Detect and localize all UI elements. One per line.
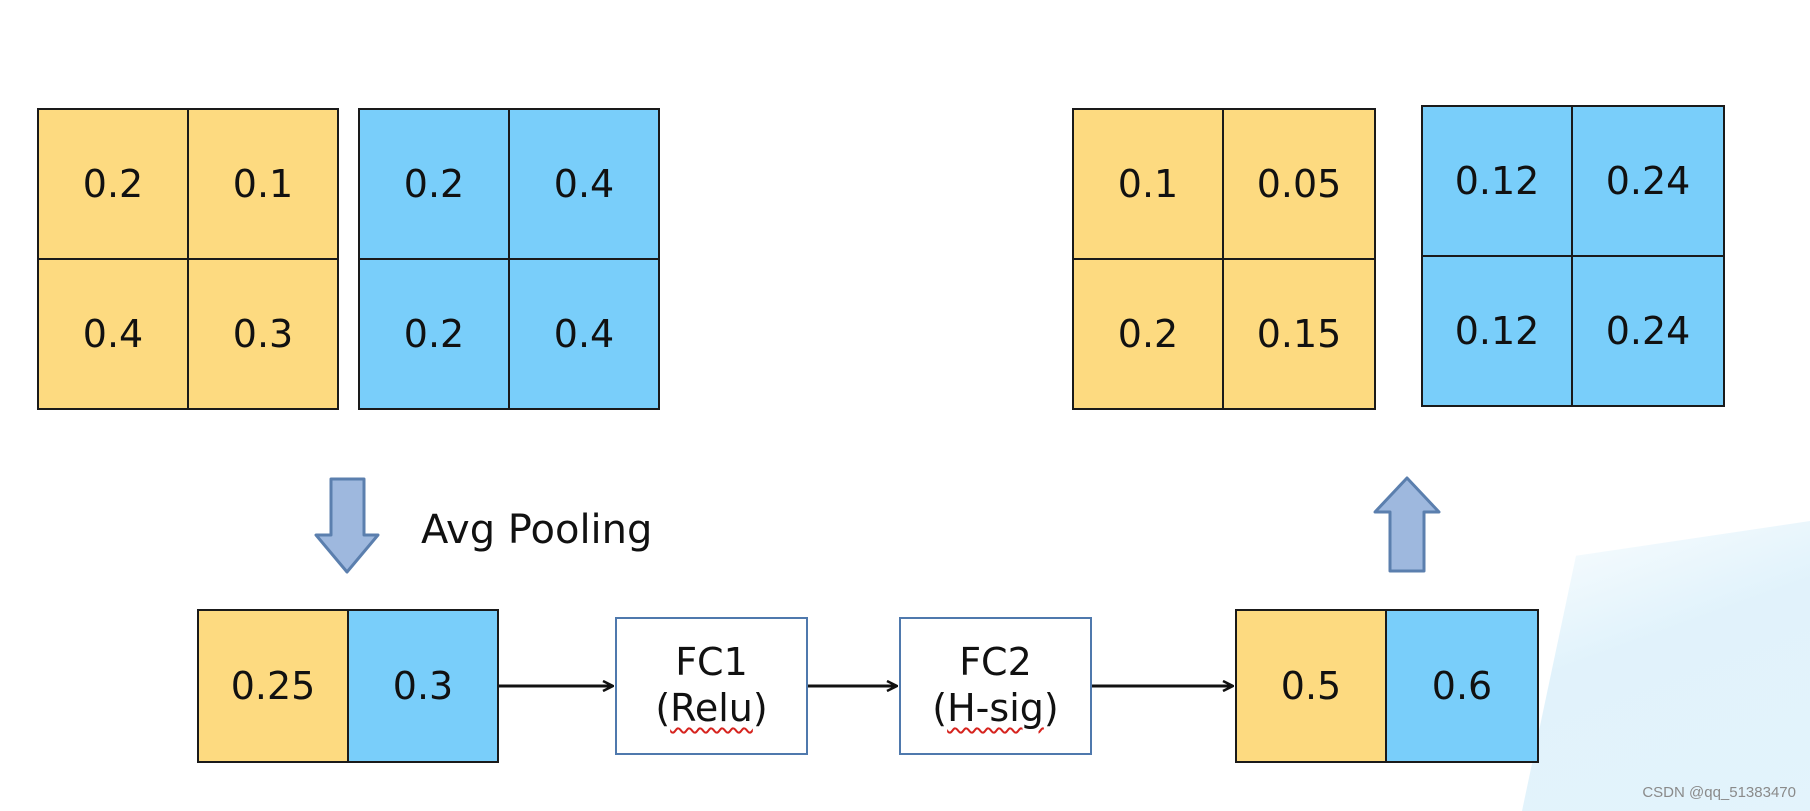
fc2-box: FC2 (H-sig) [899,617,1092,755]
fc1-title: FC1 [675,640,748,685]
matrix-cell: 0.12 [1421,255,1573,407]
matrix-cell: 0.4 [508,258,660,410]
matrix-cell: 0.2 [1072,258,1224,410]
matrix-cell: 0.15 [1222,258,1376,410]
matrix-cell: 0.3 [187,258,339,410]
fc2-activation: (H-sig) [932,686,1059,730]
matrix-cell: 0.05 [1222,108,1376,260]
matrix-cell: 0.24 [1571,105,1725,257]
down-arrow-icon [314,477,380,574]
up-arrow-icon [1373,476,1441,573]
fc2-title: FC2 [959,640,1032,685]
avg-pooling-label: Avg Pooling [421,507,653,553]
matrix-cell: 0.4 [508,108,660,260]
fc1-activation: (Relu) [655,686,768,730]
fc1-box: FC1 (Relu) [615,617,808,755]
matrix-cell: 0.2 [358,108,510,260]
matrix-cell: 0.4 [37,258,189,410]
weight-cell: 0.5 [1235,609,1387,763]
matrix-cell: 0.1 [1072,108,1224,260]
watermark: CSDN @qq_51383470 [1642,784,1796,801]
weight-cell: 0.6 [1385,609,1539,763]
matrix-cell: 0.2 [37,108,189,260]
matrix-cell: 0.24 [1571,255,1725,407]
pooled-cell: 0.3 [347,609,499,763]
pooled-cell: 0.25 [197,609,349,763]
matrix-cell: 0.1 [187,108,339,260]
